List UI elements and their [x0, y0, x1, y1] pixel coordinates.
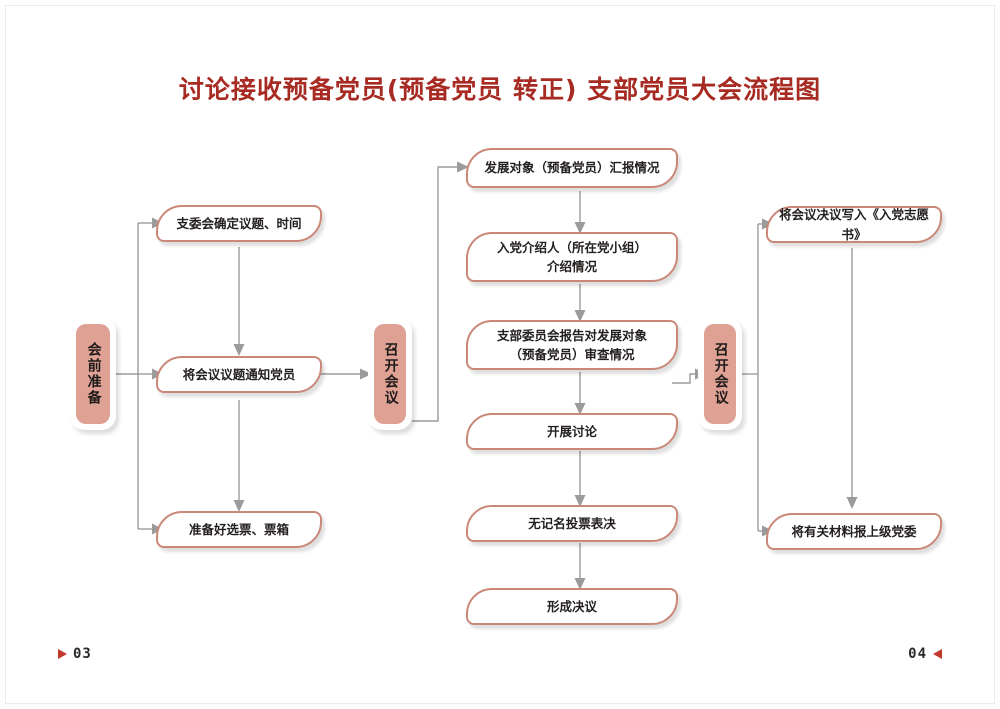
- page-number-right: 04: [908, 646, 942, 662]
- node-introducers[interactable]: 入党介绍人（所在党小组） 介绍情况: [466, 232, 678, 282]
- arrowhead-write-to-submit: [846, 497, 858, 509]
- stage-hold-meeting-right[interactable]: 召开会议: [698, 318, 742, 430]
- node-form-resolution[interactable]: 形成决议: [466, 588, 678, 625]
- node-notify-members[interactable]: 将会议议题通知党员: [156, 356, 322, 393]
- stage-pre-meeting[interactable]: 会前准备: [70, 318, 116, 430]
- stage-pre-meeting-label: 会前准备: [76, 324, 110, 424]
- connector-review-to-hold-meeting-right: [672, 373, 695, 384]
- node-write-resolution-text: 将会议决议写入《入党志愿书》: [778, 207, 929, 242]
- node-discussion[interactable]: 开展讨论: [466, 413, 678, 450]
- node-introducers-text-line1: 入党介绍人（所在党小组）: [496, 239, 647, 255]
- page-number-left: 03: [58, 646, 92, 662]
- stage-hold-meeting-left[interactable]: 召开会议: [368, 318, 412, 430]
- node-prepare-ballots[interactable]: 准备好选票、票箱: [156, 511, 322, 548]
- node-agenda-time-text: 支委会确定议题、时间: [176, 215, 302, 231]
- node-notify-members-text: 将会议议题通知党员: [182, 366, 296, 382]
- stage-hold-meeting-left-label: 召开会议: [374, 324, 406, 424]
- node-prepare-ballots-text: 准备好选票、票箱: [188, 521, 289, 537]
- node-branch-committee-review-text-line2: （预备党员）审查情况: [509, 347, 635, 362]
- node-candidate-report-text: 发展对象（预备党员）汇报情况: [484, 160, 660, 176]
- node-agenda-time[interactable]: 支委会确定议题、时间: [156, 205, 322, 242]
- node-write-resolution[interactable]: 将会议决议写入《入党志愿书》: [766, 206, 942, 243]
- connector-hold-meeting-to-center: [412, 166, 457, 422]
- node-secret-ballot[interactable]: 无记名投票表决: [466, 505, 678, 542]
- node-discussion-text: 开展讨论: [546, 423, 597, 439]
- node-submit-materials[interactable]: 将有关材料报上级党委: [766, 513, 942, 550]
- triangle-left-icon: [933, 649, 942, 659]
- node-secret-ballot-text: 无记名投票表决: [528, 515, 616, 531]
- stage-hold-meeting-right-label: 召开会议: [704, 324, 736, 424]
- node-candidate-report[interactable]: 发展对象（预备党员）汇报情况: [466, 148, 678, 188]
- page-number-left-text: 03: [73, 646, 92, 662]
- node-submit-materials-text: 将有关材料报上级党委: [791, 523, 917, 539]
- node-branch-committee-review[interactable]: 支部委员会报告对发展对象 （预备党员）审查情况: [466, 320, 678, 370]
- arrowhead-agenda-to-notify: [233, 344, 245, 356]
- node-form-resolution-text: 形成决议: [546, 598, 597, 614]
- node-introducers-text-line2: 介绍情况: [546, 259, 597, 274]
- page-title: 讨论接收预备党员(预备党员 转正) 支部党员大会流程图: [178, 75, 822, 104]
- triangle-right-icon: [58, 649, 67, 659]
- node-branch-committee-review-text-line1: 支部委员会报告对发展对象: [496, 327, 647, 343]
- page-number-right-text: 04: [908, 646, 927, 662]
